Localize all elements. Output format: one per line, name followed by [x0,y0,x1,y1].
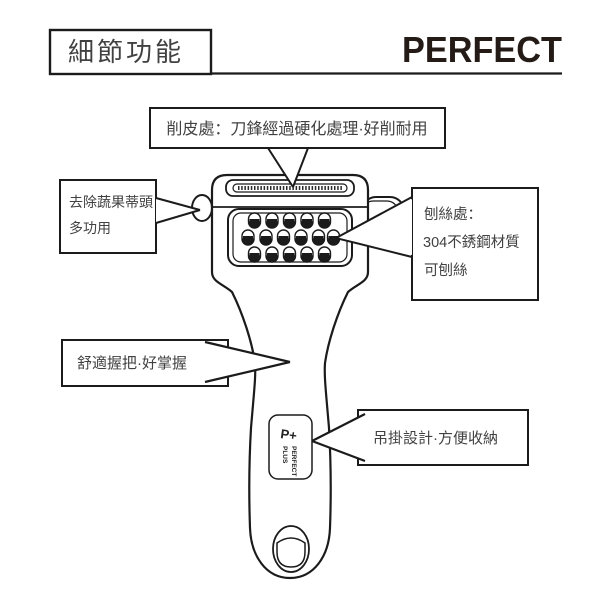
grater-hole [265,246,279,263]
brand-logo: PERFECT [402,29,562,70]
callout-hanging: 吊掛設計·方便收納 [311,409,529,466]
callout-shredding: 刨絲處： 304不銹鋼材質 可刨絲 [335,187,539,301]
callout-stem-line2: 多功用 [69,220,111,236]
grater-hole [265,212,279,229]
peeler-body [210,173,370,580]
pointer-line [267,147,294,188]
callout-hanging-text: 吊掛設計·方便收納 [373,430,498,447]
callout-grip-text: 舒適握把·好掌握 [77,354,187,372]
grater-hole [282,212,297,229]
title-box [48,28,213,76]
pointer-line [335,237,413,258]
pointer-line [292,147,309,188]
callout-stem-remover: 去除蔬果蒂頭 多功用 [59,179,201,254]
pointer-line [204,360,291,384]
callout-peeling-pointer-fill [268,149,308,187]
callout-shredding-line3: 可刨絲 [424,262,468,279]
callout-hanging-pointer-fill [312,414,365,461]
pointer-line [155,209,201,224]
grater-hole [276,229,291,246]
callout-shredding-box [411,187,539,301]
callout-stem-line1: 去除蔬果蒂頭 [69,194,153,210]
callout-grip-pointer-fill [205,342,290,382]
header: 細節功能 PERFECT [48,28,562,76]
label-text-perfect: PERFECT [290,446,297,476]
callout-grip: 舒適握把·好掌握 [61,339,291,387]
grater-hole [317,212,332,229]
grater-hole [317,246,332,263]
page-title: 細節功能 [68,37,184,67]
pointer-line [311,413,366,442]
pointer-line [204,340,291,364]
grater-hole [311,229,326,246]
grater-hole [282,246,297,263]
grater-holes [241,212,341,263]
grater-hole [259,229,273,246]
callout-shredding-pointer-join [340,199,412,255]
callout-stem-remover-box [59,179,157,254]
pointer-line [311,439,366,463]
callout-peeling-box [149,107,446,149]
callout-shredding-line1: 刨絲處： [424,206,482,223]
pointer-line [335,196,413,239]
callout-peeling: 削皮處：刀鋒經過硬化處理·好削耐用 [149,107,446,188]
grater-hole [247,246,262,263]
grater-hole [294,229,308,246]
grater-hole [300,212,314,229]
callout-shredding-line2: 304不銹鋼材質 [423,233,520,251]
callout-stem-pointer-fill [156,198,200,223]
grater-hole [247,212,262,229]
brand-mark: P+ [280,426,299,443]
grater-hole [241,229,255,246]
label-text-plus: PLUS [281,446,288,464]
handle-label-plate [268,414,313,480]
grater-hole [300,246,314,263]
pointer-line [155,197,201,211]
hanging-hole-inner [276,537,306,568]
callout-grip-box [61,339,229,387]
hanging-hole [272,525,310,573]
callout-peeling-text: 削皮處：刀鋒經過硬化處理·好削耐用 [166,120,427,138]
